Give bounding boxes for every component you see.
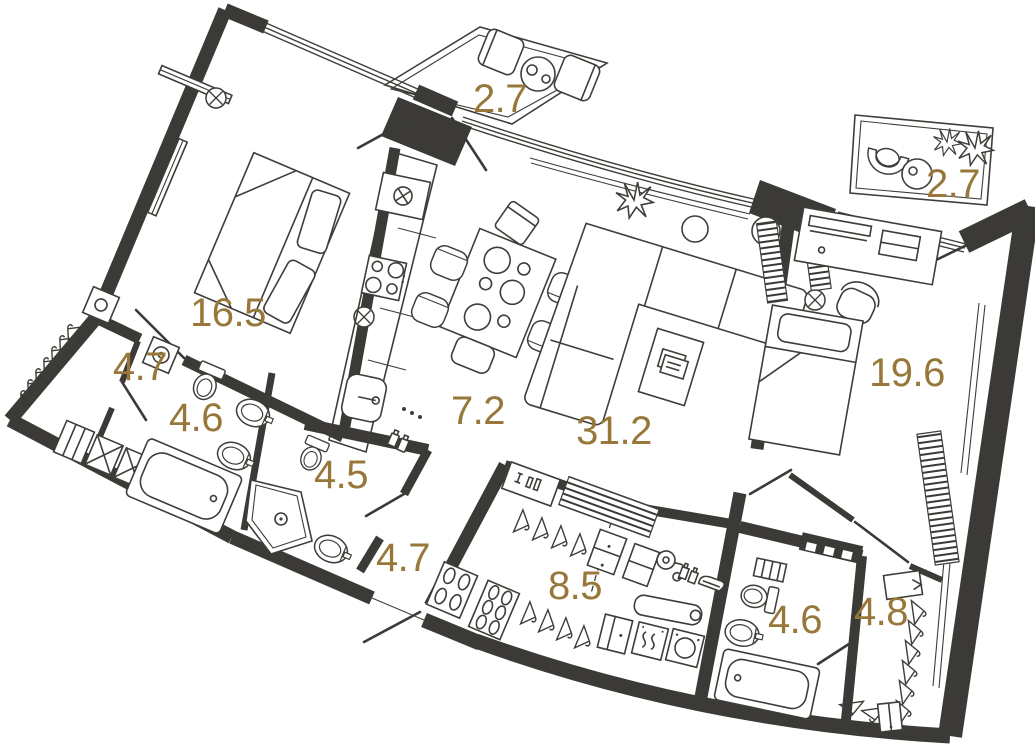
round-table-icon <box>520 56 556 92</box>
shelf-icon <box>882 569 924 601</box>
hanger-icon <box>550 525 574 554</box>
kitchen <box>328 150 438 454</box>
balcony-right-railing <box>849 114 994 206</box>
curtain-icon <box>146 137 189 217</box>
balcony-chair-icon <box>477 28 525 76</box>
room-bathroom-2 <box>713 557 821 720</box>
bathtub-icon <box>125 438 243 534</box>
sink-icon <box>309 529 357 570</box>
ceiling-light-icon <box>205 87 227 109</box>
window-bedroom-main <box>261 22 421 99</box>
ceiling-light-icon <box>804 289 826 311</box>
heated-rail-icon <box>630 620 670 662</box>
double-bed-icon <box>193 151 351 335</box>
glass-shelf-icon <box>500 460 562 508</box>
kitchen-sink-icon <box>340 373 388 423</box>
drawer-icon <box>876 701 904 733</box>
plant-icon <box>957 130 995 166</box>
doors <box>120 116 975 666</box>
area-label: 16.5 <box>190 291 266 335</box>
room-hallway <box>425 560 479 620</box>
counter-knobs <box>402 407 422 419</box>
dining-area <box>407 200 589 374</box>
balcony-chair-icon <box>553 54 601 102</box>
iron-icon <box>697 575 725 592</box>
room-bedroom-second <box>747 206 960 566</box>
hanger-icon <box>519 601 543 630</box>
shoes-icon <box>467 579 521 641</box>
stove-icon <box>360 254 408 302</box>
dining-table-icon <box>439 227 557 374</box>
hanger-icon <box>569 533 593 562</box>
plant-icon <box>932 127 962 157</box>
hanger-icon <box>531 517 555 546</box>
shelf-icon <box>916 430 960 566</box>
room-bathroom-1 <box>125 335 279 534</box>
single-bed-icon <box>747 304 865 456</box>
fridge-icon <box>374 171 432 221</box>
armchair-icon <box>867 147 910 175</box>
room-closet <box>838 569 928 733</box>
window-living-room <box>460 116 763 220</box>
shoe-box-icon <box>83 433 125 477</box>
shelf-icon <box>557 475 661 539</box>
drawer-icon <box>586 528 628 576</box>
balcony-top-furniture <box>477 28 601 102</box>
washing-machine-icon <box>141 335 181 375</box>
hanger-icon <box>537 609 561 638</box>
kitchen-counter <box>328 150 438 454</box>
area-label: 4.6 <box>169 396 223 440</box>
hanger-icon <box>910 598 928 626</box>
chair-icon <box>450 336 496 374</box>
area-label: 4.7 <box>113 345 167 389</box>
desk-icon <box>793 206 943 286</box>
area-label: 4.7 <box>376 536 430 580</box>
shelf-icon <box>81 285 121 325</box>
pouf-icon <box>681 215 709 243</box>
hanger-icon <box>555 617 579 646</box>
area-labels: 16.5 4.7 4.6 4.5 7.2 31.2 2.7 2.7 19.6 4… <box>113 77 981 642</box>
hanger-icon <box>573 625 597 654</box>
room-living <box>524 181 833 426</box>
shower-icon <box>245 479 313 555</box>
shoe-box-icon <box>52 419 96 465</box>
round-table-icon <box>901 158 933 190</box>
room-bedroom-main <box>146 64 375 335</box>
drawer-icon <box>596 613 634 655</box>
bottles-icon <box>386 428 410 453</box>
shoe-cabinet-icon <box>425 560 479 620</box>
radiator-icon <box>755 220 789 304</box>
stool-icon <box>494 200 540 246</box>
area-label: 31.2 <box>576 409 652 453</box>
area-label: 2.7 <box>473 77 527 121</box>
area-label: 4.8 <box>854 590 908 634</box>
washing-machine-icon <box>664 627 706 669</box>
shelf-icon <box>752 557 788 583</box>
room-shower <box>245 428 410 570</box>
bottles-icon <box>677 562 700 585</box>
drawer-icon <box>621 542 661 588</box>
area-label: 8.5 <box>548 564 602 608</box>
balcony-right-furniture <box>867 127 995 190</box>
sink-icon <box>721 615 766 651</box>
room-walkin-closet <box>467 460 725 669</box>
hanger-icon <box>512 509 536 538</box>
rug-roll-icon <box>633 594 703 626</box>
room-entry-wardrobe <box>11 285 154 490</box>
area-label: 7.2 <box>451 389 505 433</box>
area-label: 2.7 <box>926 162 980 206</box>
area-label: 19.6 <box>869 351 945 395</box>
area-label: 4.5 <box>314 453 368 497</box>
bathtub-icon <box>713 648 821 720</box>
area-label: 4.6 <box>768 598 822 642</box>
coffee-table-icon <box>637 327 705 407</box>
